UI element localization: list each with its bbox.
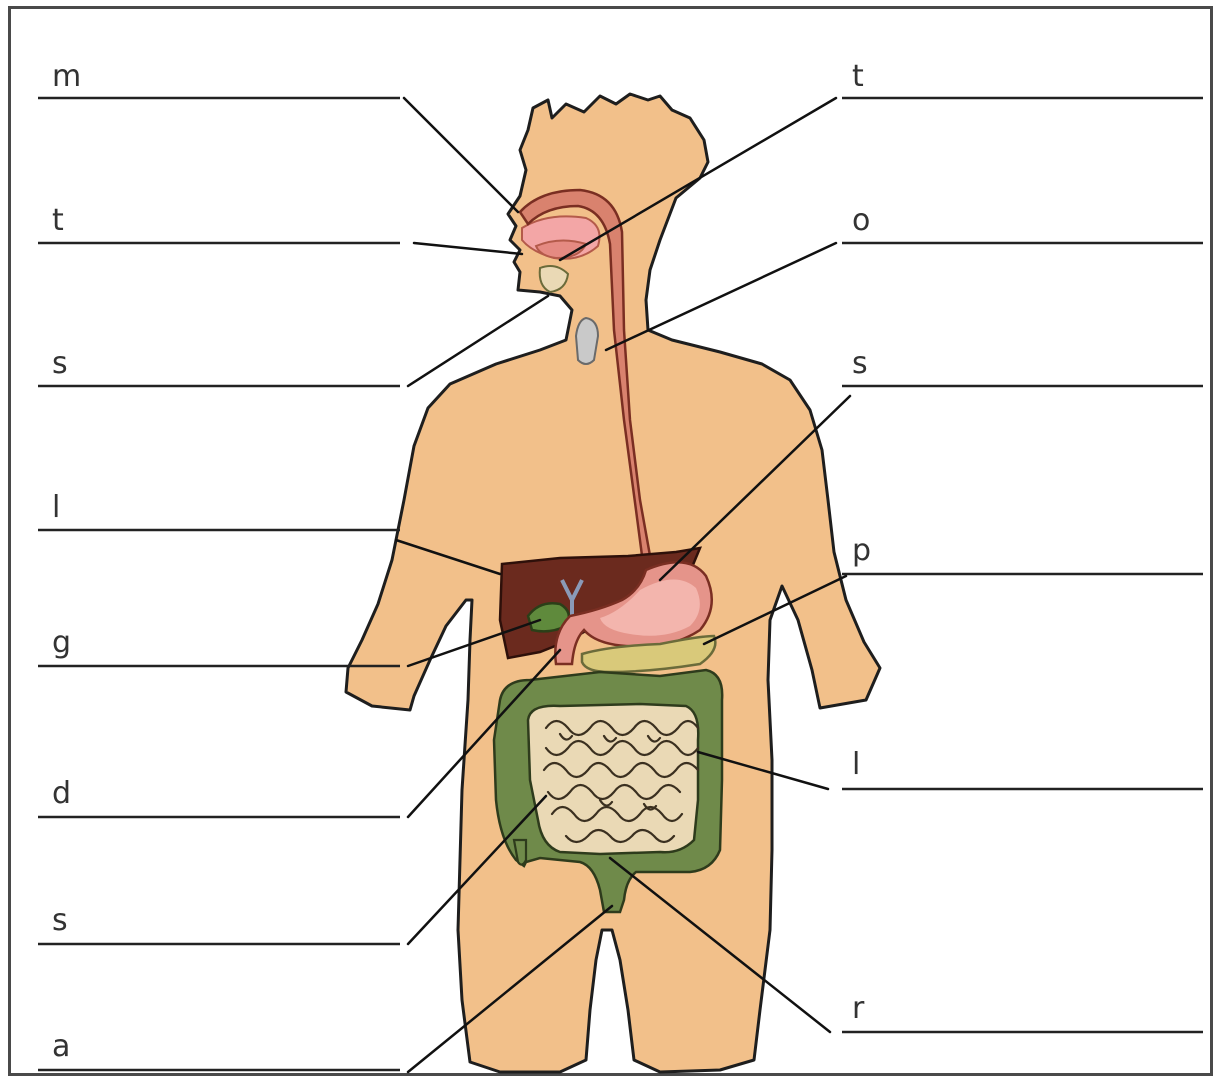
right-label-letters: t o s p l r — [852, 59, 871, 1026]
label-hint-mouth: m — [52, 59, 81, 94]
label-hint-tongue: t — [852, 59, 864, 94]
label-hint-small-intestine: s — [52, 903, 68, 938]
trachea — [576, 318, 598, 364]
label-hint-duodenum: d — [52, 776, 71, 811]
label-hint-oesophagus: o — [852, 203, 870, 238]
label-hint-rectum: r — [852, 991, 865, 1026]
right-answer-lines — [842, 98, 1203, 1032]
label-hint-anus: a — [52, 1029, 70, 1064]
leader-mouth — [404, 98, 518, 212]
label-hint-pancreas: p — [852, 533, 871, 568]
label-hint-large-intestine: l — [852, 747, 860, 782]
leader-teeth — [414, 243, 522, 254]
label-hint-liver: l — [52, 490, 60, 525]
left-answer-lines — [38, 98, 400, 1070]
label-hint-salivary-glands: s — [52, 346, 68, 381]
left-label-letters: m t s l g d s a — [52, 59, 81, 1064]
label-hint-stomach: s — [852, 346, 868, 381]
label-hint-teeth: t — [52, 203, 64, 238]
label-hint-gallbladder: g — [52, 625, 71, 660]
